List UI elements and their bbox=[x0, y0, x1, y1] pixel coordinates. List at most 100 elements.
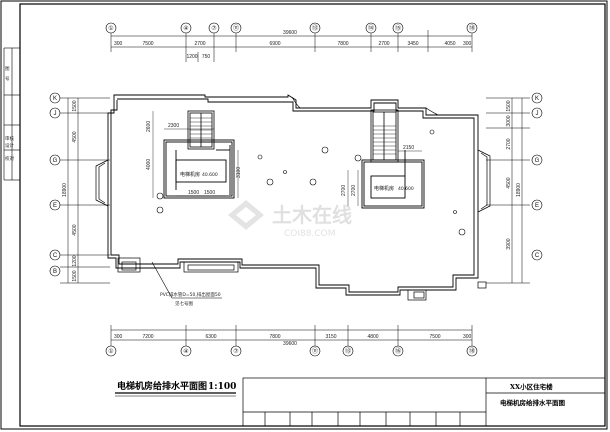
svg-text:土木在线: 土木在线 bbox=[272, 203, 352, 227]
dim-right-seg: 3000 bbox=[506, 115, 512, 126]
left-room-dim-lines bbox=[152, 111, 239, 198]
dim-left-seg: 1500 bbox=[72, 100, 78, 111]
dim-top-seg: 6900 bbox=[269, 41, 280, 47]
svg-text:COI88.COM: COI88.COM bbox=[284, 229, 335, 239]
pipe-note-leader bbox=[151, 261, 222, 299]
dim-bottom-end: 300 bbox=[114, 334, 123, 340]
bottom-dimension-chain bbox=[110, 325, 473, 346]
drawing-title-text: 电梯机房给排水平面图 bbox=[117, 380, 207, 392]
side-label: 校对 bbox=[5, 155, 14, 162]
right-dimension-chain bbox=[486, 97, 530, 284]
room-dim: 2700 bbox=[351, 185, 357, 196]
left-axis-bubbles bbox=[49, 92, 61, 277]
axis-label: ⑦ bbox=[233, 348, 238, 355]
dim-right-seg: 4500 bbox=[506, 177, 512, 188]
room-level: 40.600 bbox=[398, 186, 414, 192]
dim-top-seg: 7500 bbox=[142, 41, 153, 47]
axis-label: B bbox=[53, 269, 57, 275]
axis-label: E bbox=[53, 203, 57, 209]
pipe-note: 见七号图 bbox=[175, 300, 193, 307]
dim-bottom-overall: 39600 bbox=[283, 341, 297, 347]
axis-label: J bbox=[54, 111, 57, 117]
side-label: 图 bbox=[5, 66, 10, 72]
room-dim: 2600 bbox=[146, 121, 152, 132]
axis-label: K bbox=[535, 96, 539, 102]
axis-label: ⑪ bbox=[312, 347, 318, 355]
binding-strip: 图 号 审核 设计 校对 bbox=[3, 47, 20, 181]
dim-top-seg: 4050 bbox=[444, 41, 455, 47]
side-label: 设计 bbox=[5, 142, 14, 149]
room-label: 电梯机房 bbox=[374, 185, 394, 192]
dim-left-seg: 1500 bbox=[72, 270, 78, 281]
bay-windows bbox=[95, 96, 491, 301]
axis-label: ⑱ bbox=[469, 347, 475, 355]
sheet-name: 电梯机房给排水平面图 bbox=[500, 398, 566, 407]
dim-bottom-end: 300 bbox=[463, 334, 472, 340]
drawing-title: 电梯机房给排水平面图 1:100 bbox=[115, 380, 236, 397]
right-machine-room bbox=[361, 150, 425, 209]
top-dimension-chain bbox=[110, 30, 473, 62]
axis-label: C bbox=[535, 253, 540, 259]
axis-label: J bbox=[536, 111, 539, 117]
axis-label: ⑱ bbox=[469, 24, 475, 32]
axis-label: G bbox=[53, 158, 58, 164]
dim-bottom-seg: 3150 bbox=[325, 334, 336, 340]
roof-drains bbox=[156, 129, 466, 236]
dim-top-overall: 39600 bbox=[283, 30, 297, 36]
dim-bottom-seg: 7500 bbox=[429, 334, 440, 340]
dim-bottom-seg: 7800 bbox=[269, 334, 280, 340]
pipe-note: PVC排水管D=50,排出屋面50 bbox=[160, 291, 221, 298]
dim-top-end: 300 bbox=[463, 41, 472, 47]
axis-label: ⑮ bbox=[395, 24, 401, 32]
axis-label: ⑯ bbox=[395, 347, 401, 355]
roof-outline bbox=[107, 94, 479, 296]
room-dim: 2300 bbox=[168, 123, 179, 129]
dim-top-end: 300 bbox=[114, 41, 123, 47]
axis-label: K bbox=[53, 96, 57, 102]
axis-label: ④ bbox=[183, 25, 188, 32]
dim-left-overall: 18900 bbox=[62, 183, 68, 197]
axis-label: ④ bbox=[183, 348, 188, 355]
room-dim: 3100 bbox=[236, 167, 242, 178]
room-dim: 1500 bbox=[204, 190, 215, 196]
room-dim: 1500 bbox=[188, 190, 199, 196]
side-label: 审核 bbox=[5, 135, 14, 142]
dim-top-seg: 2700 bbox=[194, 41, 205, 47]
room-dim: 2150 bbox=[403, 145, 414, 151]
dim-top-sub: 750 bbox=[202, 54, 211, 60]
right-axis-bubbles bbox=[531, 92, 543, 261]
title-block bbox=[242, 377, 606, 427]
axis-label: ⑪ bbox=[233, 24, 239, 32]
dim-top-sub: 1200 bbox=[186, 54, 197, 60]
axis-label: G bbox=[535, 158, 540, 164]
axis-label: ⑦ bbox=[211, 25, 216, 32]
axis-label: ⑬ bbox=[345, 347, 351, 355]
room-level: 40.600 bbox=[202, 172, 218, 178]
room-dim: 4000 bbox=[146, 159, 152, 170]
dim-left-seg: 1200 bbox=[72, 255, 78, 266]
left-dimension-chain bbox=[60, 97, 110, 284]
dim-bottom-seg: 6300 bbox=[205, 334, 216, 340]
right-room-dim-lines bbox=[347, 150, 422, 206]
dim-bottom-seg: 7200 bbox=[142, 334, 153, 340]
dim-right-seg: 2700 bbox=[506, 138, 512, 149]
axis-label: ① bbox=[108, 25, 113, 32]
axis-label: C bbox=[53, 253, 58, 259]
dim-left-seg: 4500 bbox=[72, 224, 78, 235]
top-axis-bubbles bbox=[105, 22, 478, 34]
axis-label: E bbox=[535, 203, 539, 209]
axis-label: ① bbox=[108, 348, 113, 355]
dim-top-seg: 3450 bbox=[407, 41, 418, 47]
drawing-scale: 1:100 bbox=[208, 382, 236, 392]
watermark-logo: 土木在线 COI88.COM bbox=[228, 200, 352, 239]
dim-bottom-seg: 4800 bbox=[367, 334, 378, 340]
bottom-axis-bubbles bbox=[105, 345, 478, 357]
dim-right-seg: 3900 bbox=[506, 238, 512, 249]
side-label: 号 bbox=[5, 76, 10, 82]
right-stair-treads bbox=[373, 125, 396, 155]
room-dim: 2700 bbox=[341, 185, 347, 196]
dim-left-seg: 4500 bbox=[72, 131, 78, 142]
dim-top-seg: 2700 bbox=[378, 41, 389, 47]
